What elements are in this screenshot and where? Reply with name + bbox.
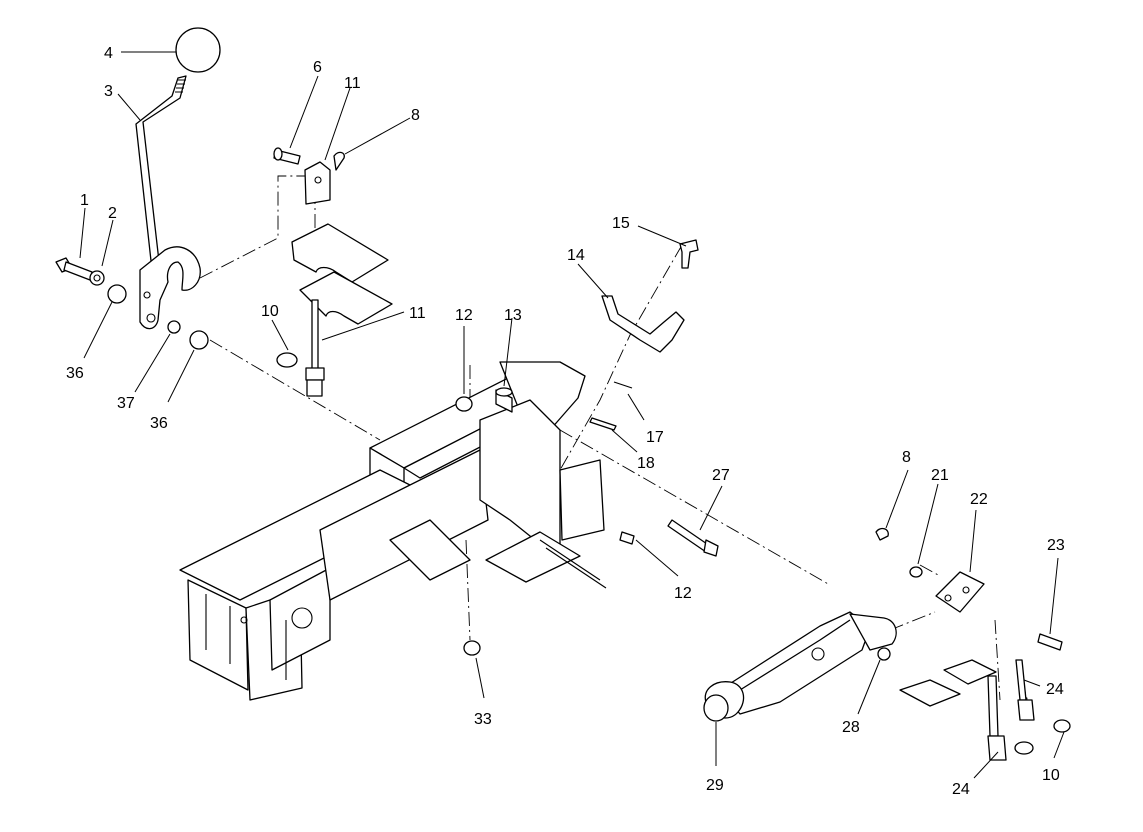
shift-lever xyxy=(135,27,221,330)
callout-17: 17 xyxy=(646,429,664,446)
callout-8-top: 8 xyxy=(411,107,420,124)
main-frame xyxy=(179,361,607,701)
callout-15: 15 xyxy=(612,215,630,232)
callout-10-left: 10 xyxy=(261,303,279,320)
callout-labels: 4 3 1 2 36 37 36 6 11 8 10 11 12 13 14 1… xyxy=(66,45,1065,798)
callout-12-bottom: 12 xyxy=(674,585,692,602)
callout-27: 27 xyxy=(712,467,730,484)
callout-13: 13 xyxy=(504,307,522,324)
callout-28: 28 xyxy=(842,719,860,736)
bolt-27 xyxy=(667,519,719,557)
callout-24-bottom: 24 xyxy=(952,781,970,798)
frame-hardware xyxy=(455,387,635,656)
assembly-centerlines xyxy=(199,175,1031,711)
callout-4: 4 xyxy=(104,45,113,62)
callout-33: 33 xyxy=(474,711,492,728)
upper-bracket xyxy=(589,239,699,431)
shift-plates xyxy=(276,223,393,397)
right-linkage xyxy=(875,527,1071,761)
leader-lines xyxy=(79,51,1065,779)
callout-22: 22 xyxy=(970,491,988,508)
callout-24-right: 24 xyxy=(1046,681,1064,698)
callout-3: 3 xyxy=(104,83,113,100)
callout-11-rod: 11 xyxy=(409,305,426,322)
callout-29: 29 xyxy=(706,777,724,794)
upper-clevis xyxy=(273,147,345,205)
pedal-assembly xyxy=(703,611,897,722)
callout-12-top: 12 xyxy=(455,307,473,324)
callout-37: 37 xyxy=(117,395,135,412)
lever-hardware xyxy=(55,257,209,350)
callout-2: 2 xyxy=(108,205,117,222)
callout-11-top: 11 xyxy=(344,75,361,92)
callout-1: 1 xyxy=(80,192,89,209)
callout-10-right: 10 xyxy=(1042,767,1060,784)
callout-23: 23 xyxy=(1047,537,1065,554)
callout-8-right: 8 xyxy=(902,449,911,466)
callout-14: 14 xyxy=(567,247,585,264)
callout-36-right: 36 xyxy=(150,415,168,432)
callout-36-left: 36 xyxy=(66,365,84,382)
callout-21: 21 xyxy=(931,467,949,484)
callout-6: 6 xyxy=(313,59,322,76)
callout-18: 18 xyxy=(637,455,655,472)
